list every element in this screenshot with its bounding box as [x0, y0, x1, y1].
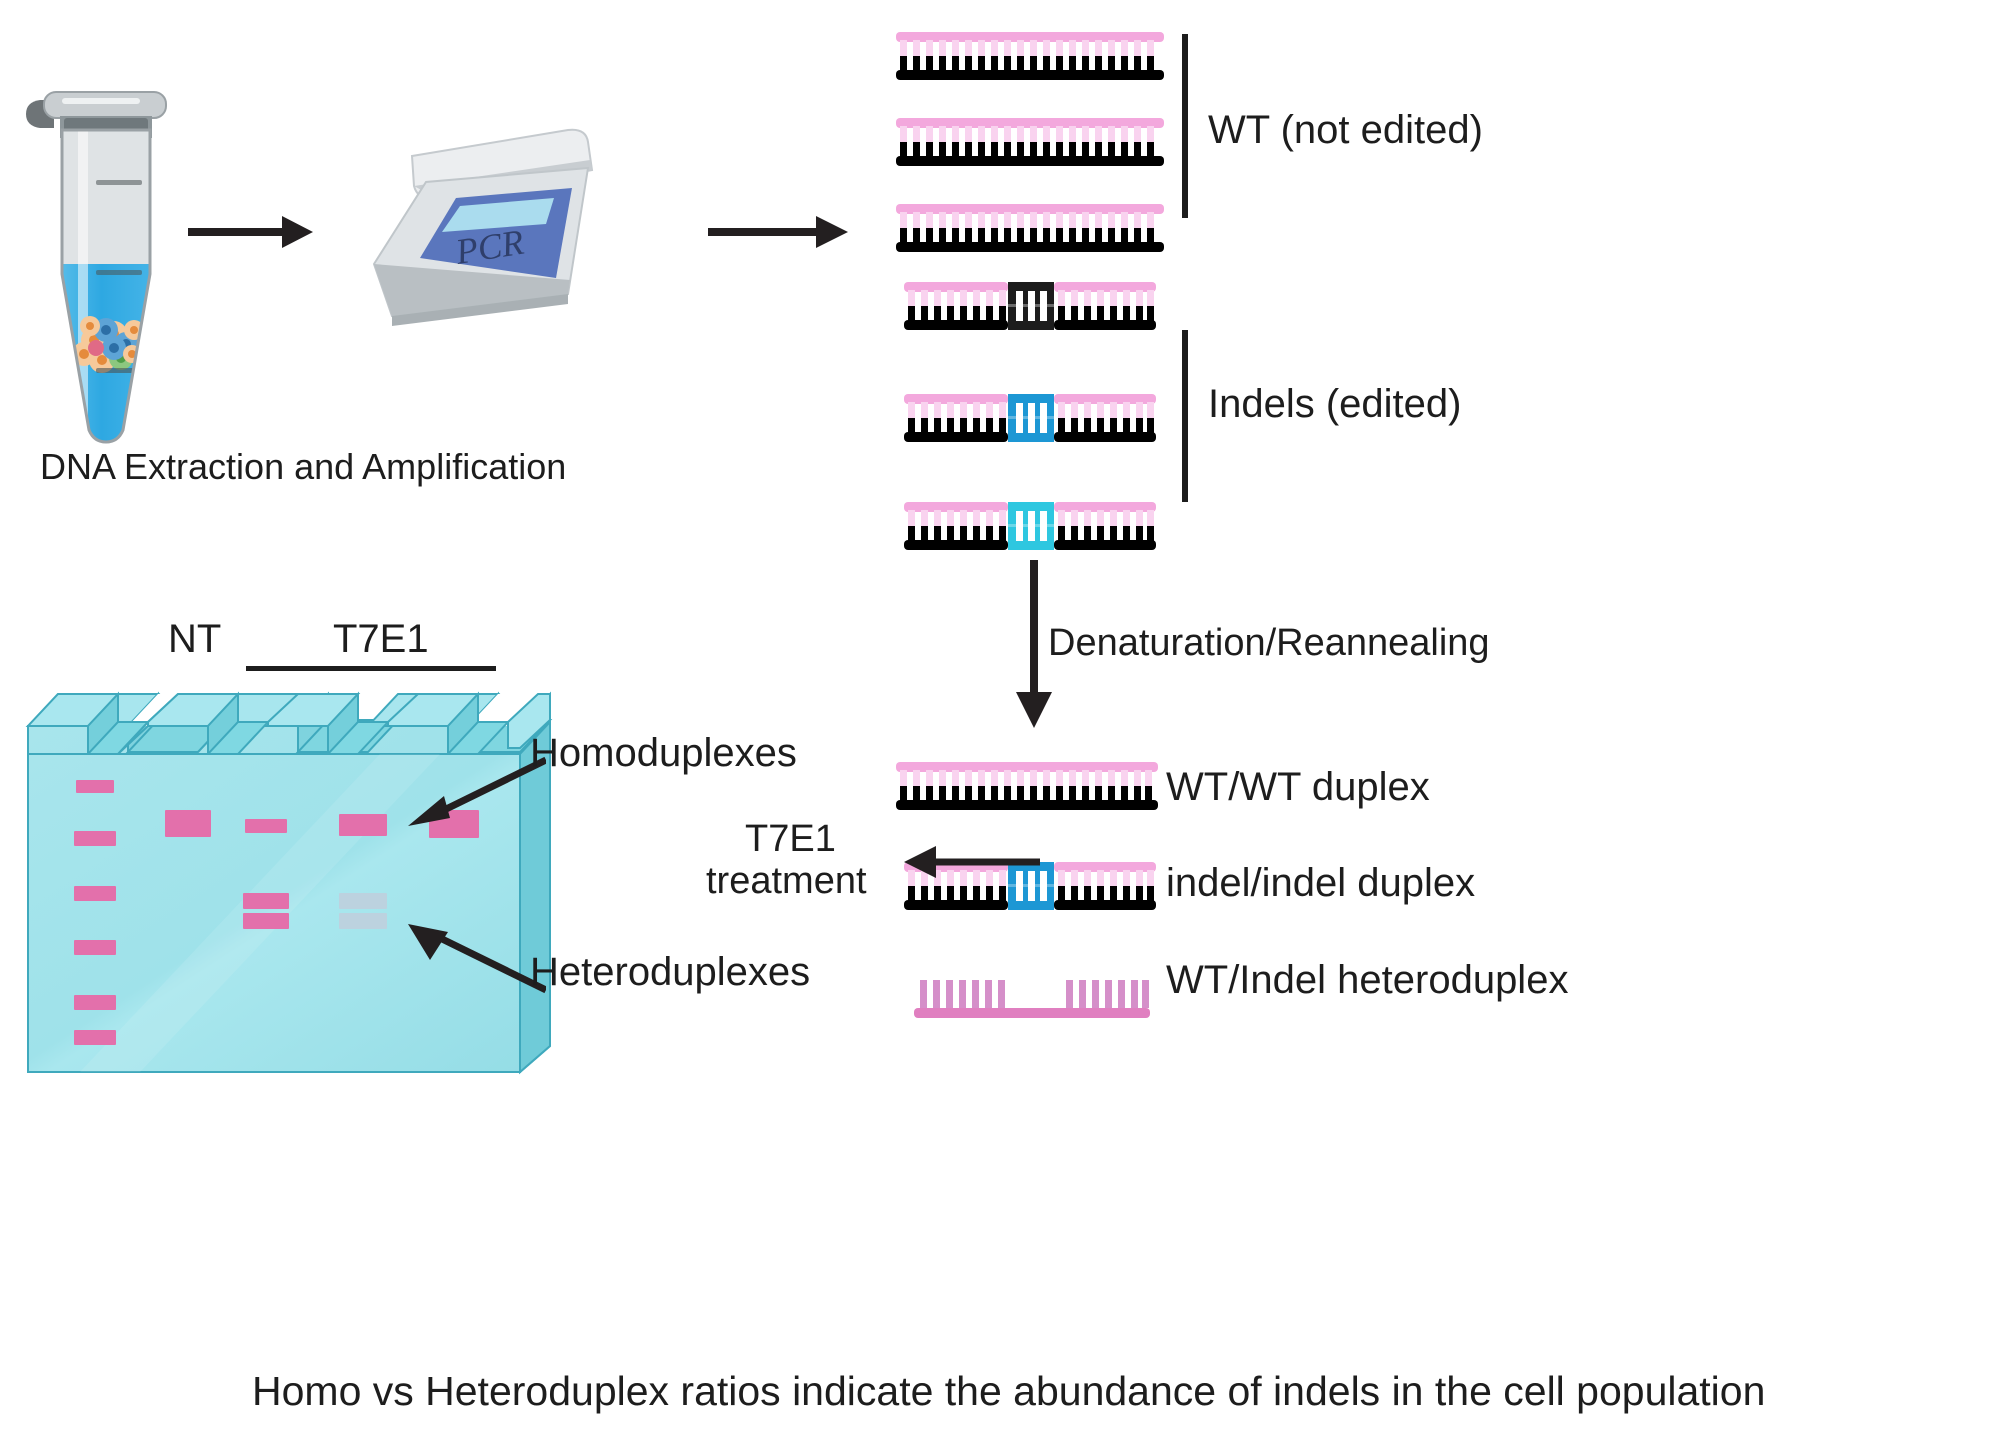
amplicon-indel-blue [904, 394, 1156, 442]
gel-slab [20, 676, 570, 1076]
duplex-wt-wt [896, 762, 1158, 810]
arrow-heteroduplexes [406, 918, 546, 994]
annotation-homoduplexes: Homoduplexes [530, 731, 797, 775]
annotation-heteroduplexes: Heteroduplexes [530, 950, 811, 994]
pcr-machine-illustration: PCR [340, 112, 600, 342]
figure-caption: Homo vs Heteroduplex ratios indicate the… [252, 1368, 1766, 1414]
duplex-label-indel-indel: indel/indel duplex [1166, 861, 1476, 905]
duplex-wt-indel-heteroduplex [914, 952, 1150, 1018]
gel-lane-header-nt: NT [168, 617, 222, 661]
amplicon-wt-3 [896, 204, 1164, 252]
gel-band-ladder-5 [74, 995, 116, 1010]
bracket-indels-label: Indels (edited) [1208, 382, 1462, 426]
indel-segment-black [1008, 282, 1054, 330]
extraction-caption: DNA Extraction and Amplification [40, 446, 567, 487]
gel-band-ladder-1 [76, 780, 114, 793]
denaturation-label: Denaturation/Reannealing [1048, 622, 1490, 664]
arrow-t7e1-treatment [900, 840, 1040, 884]
arrow-pcr-to-amplicons [708, 208, 848, 256]
duplex-label-heteroduplex: WT/Indel heteroduplex [1166, 958, 1569, 1002]
indel-segment-blue [1008, 862, 1054, 910]
bracket-wt [1182, 34, 1188, 218]
gel-band-ladder-3 [74, 886, 116, 901]
eppendorf-tube-illustration [22, 78, 212, 448]
amplicon-wt-2 [896, 118, 1164, 166]
indel-segment-cyan [1008, 502, 1054, 550]
duplex-label-wt-wt: WT/WT duplex [1166, 765, 1430, 809]
arrow-homoduplexes [406, 756, 546, 826]
gel-band-t7e1b-heteroduplex-1 [339, 893, 387, 909]
gel-band-t7e1a-heteroduplex-2 [243, 913, 289, 929]
amplicon-wt-1 [896, 32, 1164, 80]
gel-band-t7e1b-heteroduplex-2 [339, 913, 387, 929]
t7e1-treatment-label-line1: T7E1 [745, 818, 836, 860]
amplicon-indel-cyan [904, 502, 1156, 550]
bracket-indels [1182, 330, 1188, 502]
gel-band-nt-homoduplex [165, 810, 211, 837]
gel-band-ladder-2 [74, 831, 116, 846]
arrow-denaturation [1008, 560, 1064, 728]
duplex-indel-indel [904, 862, 1156, 910]
bracket-wt-label: WT (not edited) [1208, 108, 1483, 152]
gel-lane-header-underline [246, 666, 496, 671]
gel-band-t7e1a-homoduplex [245, 819, 287, 833]
t7e1-treatment-label-line2: treatment [706, 860, 867, 902]
gel-band-ladder-4 [74, 940, 116, 955]
amplicon-indel-black [904, 282, 1156, 330]
gel-band-ladder-6 [74, 1030, 116, 1045]
gel-band-t7e1b-homoduplex [339, 814, 387, 836]
gel-band-t7e1a-heteroduplex-1 [243, 893, 289, 909]
gel-lane-header-t7e1: T7E1 [333, 617, 429, 661]
arrow-extraction-to-pcr [188, 208, 313, 256]
indel-segment-blue [1008, 394, 1054, 442]
